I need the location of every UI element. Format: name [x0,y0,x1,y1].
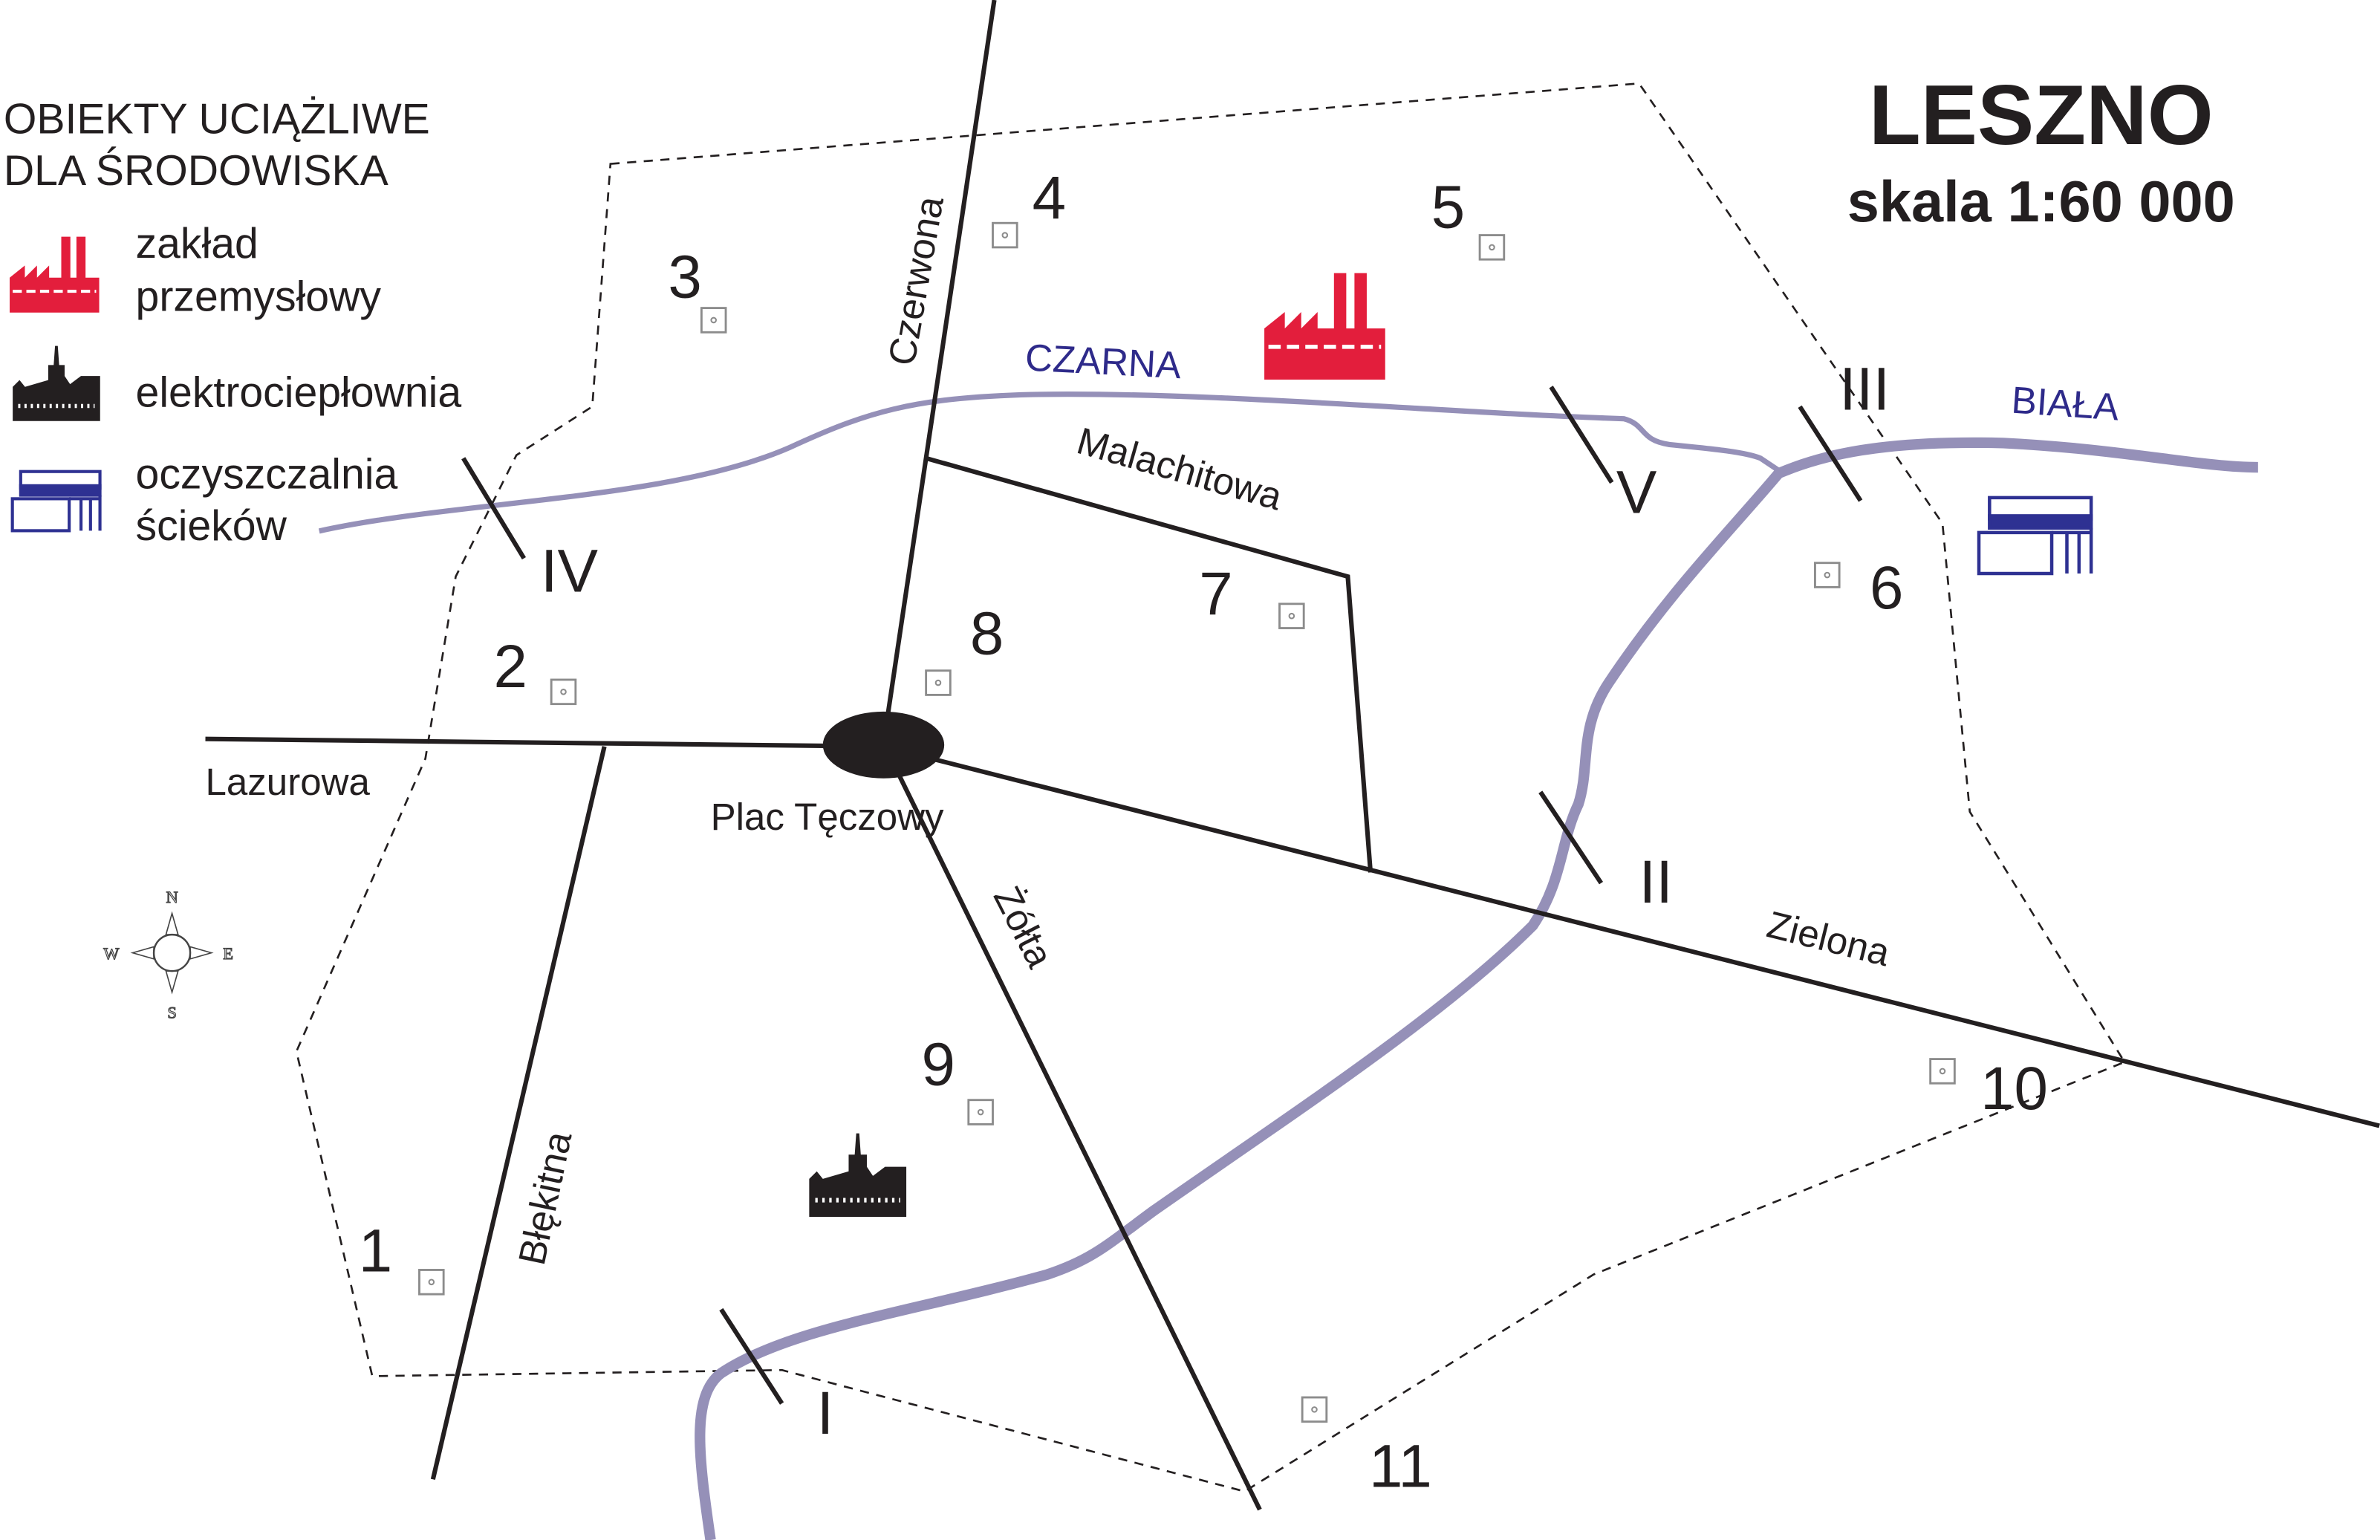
site-number: 7 [1199,560,1232,628]
road-zolta [881,742,1262,1511]
site-number: 8 [970,600,1004,667]
plac-label: Plac Tęczowy [711,796,944,838]
river-label-czarna: CZARNA [1024,336,1183,386]
site-marker [550,678,577,706]
compass-n: N [166,888,178,906]
site-number: 2 [494,633,527,701]
legend-label: ścieków [136,502,287,550]
site-marker [1278,602,1305,629]
road-lazurowa [205,736,884,749]
site-marker [1301,1396,1328,1423]
factory-icon [1264,273,1385,380]
site-marker [418,1269,445,1296]
city-boundary [295,82,2127,1493]
street-label-czerwona: Czerwona [880,192,952,368]
site-number: 11 [1369,1433,1432,1501]
compass-s: S [167,1003,177,1021]
street-label-zolta: Żółta [986,880,1062,975]
compass-e: E [223,944,233,963]
site-marker [1814,562,1841,588]
legend-label: przemysłowy [136,273,382,321]
road-czerwona [881,0,997,744]
site-number: 6 [1870,554,1903,622]
river-label-biala: BIAŁA [2010,379,2120,429]
site-marker [1478,234,1506,261]
power-plant-icon [809,1133,907,1217]
site-number: 9 [922,1030,955,1098]
street-label-zielona: Zielona [1763,903,1894,975]
power-plant-icon [13,345,100,421]
legend-heading: OBIEKTY UCIĄŻLIWE [4,96,430,143]
crossing-label: V [1616,458,1657,526]
map-scale: skala 1:60 000 [1847,170,2235,234]
road-zielona [882,744,2380,1128]
site-marker [1929,1058,1956,1085]
crossing-label: I [817,1380,834,1447]
street-label-blekitna: Błękitna [510,1128,580,1269]
compass-rose-icon: N S E W [103,888,234,1022]
roads [205,0,2380,1511]
legend-label: zakład [136,220,259,267]
site-marker [925,669,952,696]
river-biala [695,437,2258,1540]
crossing-label: IV [541,538,599,605]
factory-icon [10,236,100,313]
site-number: 1 [359,1218,392,1285]
map-title: LESZNO [1869,68,2214,163]
road-blekitna [430,746,607,1481]
sewage-plant-icon [1977,496,2093,576]
site-number: 3 [668,243,701,311]
legend: OBIEKTY UCIĄŻLIWE DLA ŚRODOWISKA zakład … [4,96,461,550]
site-marker [700,307,727,334]
legend-heading: DLA ŚRODOWISKA [4,146,389,195]
site-number: 4 [1033,164,1066,232]
river-crossings [461,386,1863,1405]
river-czarna [318,392,1785,534]
road-malachitowa [925,455,1373,873]
crossing-label: III [1839,355,1890,423]
compass-w: W [103,944,120,963]
site-number: 5 [1431,173,1465,241]
plac-teczowy-marker [822,711,945,779]
pollution-sites [418,221,1956,1423]
crossing-label: II [1639,848,1673,916]
site-marker [967,1099,994,1125]
legend-label: oczyszczalnia [136,451,398,498]
sewage-plant-icon [10,470,102,533]
site-number: 10 [1980,1055,2048,1122]
street-label-malachitowa: Malachitowa [1073,419,1287,518]
legend-label: elektrociepłownia [136,368,462,416]
street-label-lazurowa: Lazurowa [206,761,371,803]
site-marker [992,221,1018,249]
